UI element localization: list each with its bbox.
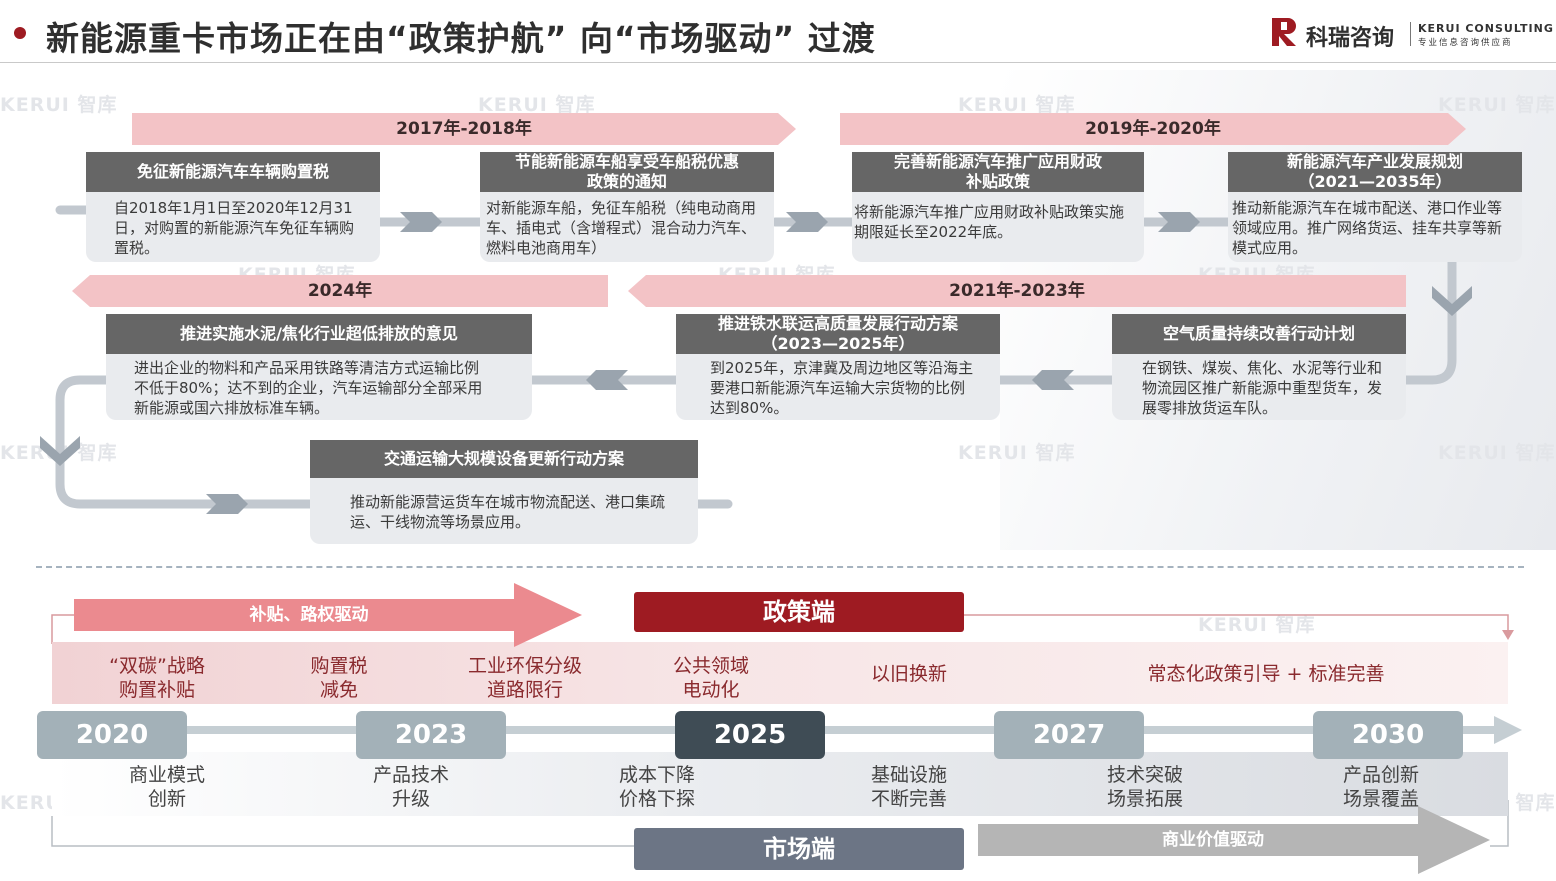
policy-card: 节能新能源车船享受车船税优惠政策的通知 对新能源车船，免征车船税（纯电动商用车、… xyxy=(480,152,774,262)
flow-connectors xyxy=(40,205,1472,514)
logo-separator xyxy=(1410,22,1411,46)
policy-body: 推动新能源汽车在城市配送、港口作业等领域应用。推广网络货运、挂车共享等新模式应用… xyxy=(1232,199,1503,257)
policy-driver-item: 常态化政策引导 + 标准完善 xyxy=(1147,663,1385,685)
policy-driver-item: 工业环保分级道路限行 xyxy=(467,655,582,701)
policy-card: 新能源汽车产业发展规划（2021—2035年） 推动新能源汽车在城市配送、港口作… xyxy=(1228,152,1522,262)
market-driver-item: 技术突破场景拓展 xyxy=(1106,764,1183,810)
watermark: KERUI 智库 xyxy=(478,94,596,116)
logo-english: KERUI CONSULTING xyxy=(1418,22,1554,35)
watermark: KERUI 智库 xyxy=(1198,614,1316,636)
section-divider xyxy=(36,566,1524,568)
policy-title: 推进实施水泥/焦化行业超低排放的意见 xyxy=(106,314,532,354)
background-shade xyxy=(1000,70,1556,550)
market-side-label: 市场端 xyxy=(634,828,964,870)
policy-title: 交通运输大规模设备更新行动方案 xyxy=(310,440,698,478)
policy-card: 免征新能源汽车车辆购置税 自2018年1月1日至2020年12月31日，对购置的… xyxy=(86,152,380,262)
subsidy-driver-label: 补贴、路权驱动 xyxy=(249,605,369,625)
bracket-lines xyxy=(51,614,1522,847)
policy-driver-item: 以旧换新 xyxy=(870,663,947,685)
policy-card: 推进铁水联运高质量发展行动方案（2023—2025年） 到2025年，京津冀及周… xyxy=(676,314,1000,420)
policy-title: 免征新能源汽车车辆购置税 xyxy=(86,152,380,192)
policy-driver-item: “双碳”战略购置补贴 xyxy=(109,655,205,701)
market-driver-item: 产品技术升级 xyxy=(372,764,449,810)
year-2025-current: 2025 xyxy=(675,711,825,759)
period-ribbon: 2024年 xyxy=(72,275,608,307)
logo-tagline: 专业信息咨询供应商 xyxy=(1418,38,1513,48)
page-title: 新能源重卡市场正在由“政策护航” 向“市场驱动” 过渡 xyxy=(46,19,876,58)
policy-body: 到2025年，京津冀及周边地区等沿海主要港口新能源汽车运输大宗货物的比例达到80… xyxy=(710,359,974,417)
period-ribbon: 2017年-2018年 xyxy=(132,113,796,145)
policy-title: 空气质量持续改善行动计划 xyxy=(1112,314,1406,354)
watermark: KERUI 智库 xyxy=(1438,94,1556,116)
title-bullet xyxy=(14,27,26,39)
year-2027: 2027 xyxy=(994,711,1144,759)
market-driver-item: 商业模式创新 xyxy=(128,764,205,810)
year-2030: 2030 xyxy=(1313,711,1463,759)
policy-card: 推进实施水泥/焦化行业超低排放的意见 进出企业的物料和产品采用铁路等清洁方式运输… xyxy=(106,314,532,420)
policy-body: 自2018年1月1日至2020年12月31日，对购置的新能源汽车免征车辆购置税。 xyxy=(114,199,355,257)
policy-title: 节能新能源车船享受车船税优惠政策的通知 xyxy=(480,152,774,192)
kerui-logo-icon xyxy=(1272,18,1296,46)
watermark: KERUI 智库 xyxy=(958,94,1076,116)
policy-card: 空气质量持续改善行动计划 在钢铁、煤炭、焦化、水泥等行业和物流园区推广新能源中重… xyxy=(1112,314,1406,420)
policy-band xyxy=(52,642,1508,704)
header-divider xyxy=(0,62,1556,63)
policy-body: 对新能源车船，免征车船税（纯电动商用车、插电式（含增程式）混合动力汽车、燃料电池… xyxy=(486,199,757,257)
policy-body: 将新能源汽车推广应用财政补贴政策实施期限延长至2022年底。 xyxy=(854,203,1125,241)
policy-side-label: 政策端 xyxy=(634,592,964,632)
policy-body: 进出企业的物料和产品采用铁路等清洁方式运输比例不低于80%；达不到的企业，汽车运… xyxy=(134,359,483,417)
year-2023: 2023 xyxy=(356,711,506,759)
policy-title: 新能源汽车产业发展规划（2021—2035年） xyxy=(1228,152,1522,192)
policy-body: 在钢铁、煤炭、焦化、水泥等行业和物流园区推广新能源中重型货车，发展零排放货运车队… xyxy=(1142,359,1383,417)
period-ribbon: 2021年-2023年 xyxy=(628,275,1406,307)
market-band xyxy=(52,752,1508,816)
policy-card: 完善新能源汽车推广应用财政补贴政策 将新能源汽车推广应用财政补贴政策实施期限延长… xyxy=(852,152,1144,262)
policy-title: 推进铁水联运高质量发展行动方案（2023—2025年） xyxy=(676,314,1000,354)
market-driver-item: 基础设施不断完善 xyxy=(870,764,947,810)
watermark: KERUI 智库 xyxy=(0,94,118,116)
policy-title: 完善新能源汽车推广应用财政补贴政策 xyxy=(852,152,1144,192)
market-driver-item: 成本下降价格下探 xyxy=(618,764,695,810)
year-2020: 2020 xyxy=(37,711,187,759)
logo-name: 科瑞咨询 xyxy=(1306,26,1395,51)
period-ribbon: 2019年-2020年 xyxy=(840,113,1466,145)
market-driver-item: 产品创新场景覆盖 xyxy=(1342,764,1419,810)
policy-body: 推动新能源营运货车在城市物流配送、港口集疏运、干线物流等场景应用。 xyxy=(350,493,666,531)
policy-card: 交通运输大规模设备更新行动方案 推动新能源营运货车在城市物流配送、港口集疏运、干… xyxy=(310,440,698,544)
value-driver-label: 商业价值驱动 xyxy=(1162,830,1264,850)
policy-driver-item: 购置税减免 xyxy=(310,655,368,701)
policy-driver-item: 公共领域电动化 xyxy=(672,655,749,701)
watermark: KERUI 智库 xyxy=(1438,442,1556,464)
watermark: KERUI 智库 xyxy=(958,442,1076,464)
